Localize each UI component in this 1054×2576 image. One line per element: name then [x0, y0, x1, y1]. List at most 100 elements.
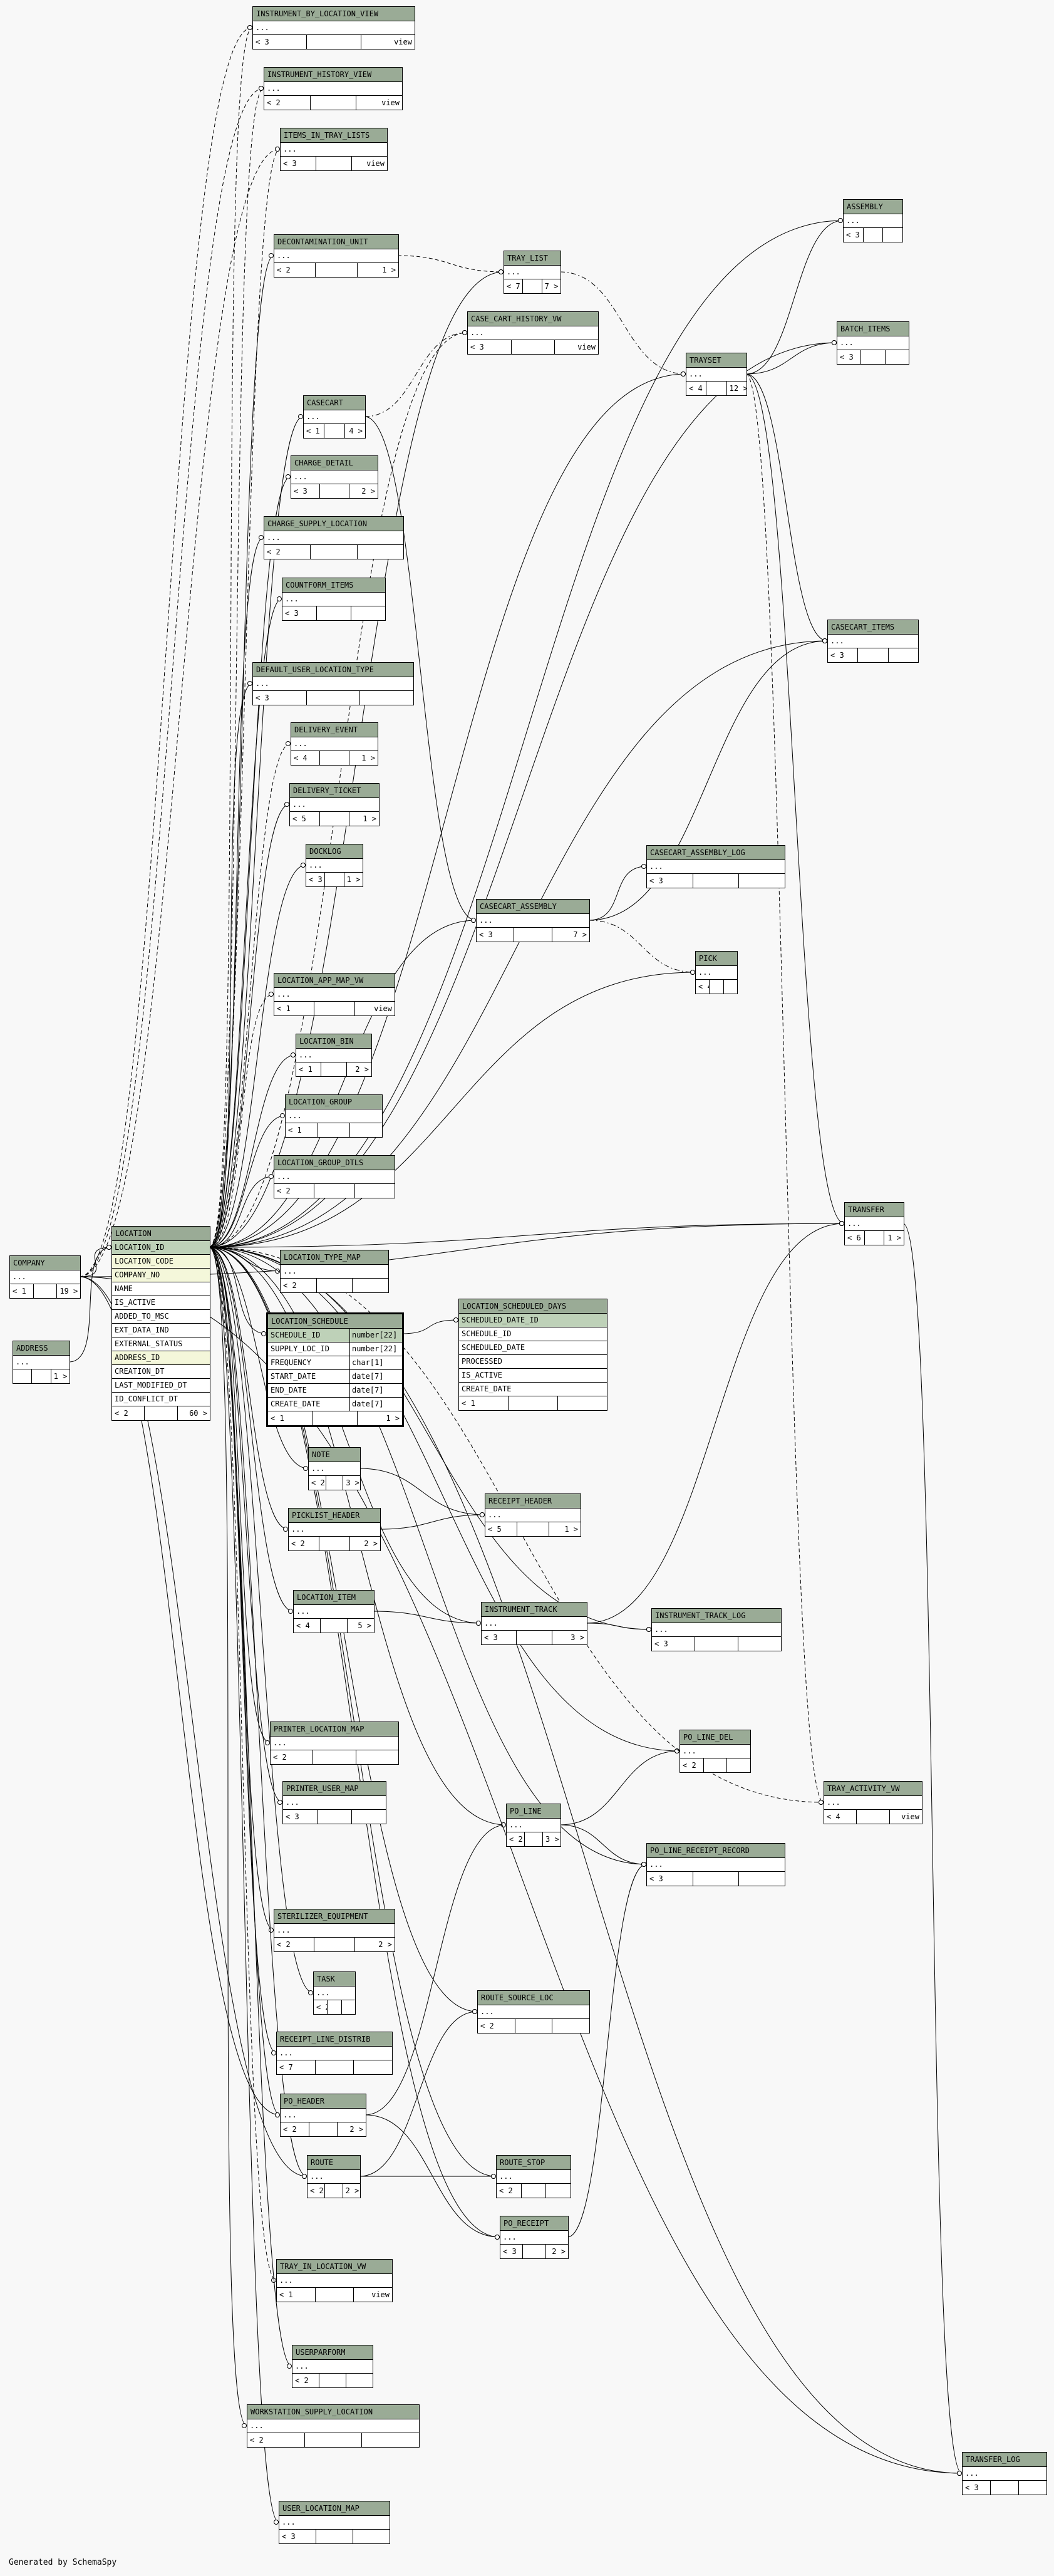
- table-title[interactable]: TRAYSET: [686, 353, 747, 368]
- table-userparform[interactable]: USERPARFORM...< 2: [292, 2345, 373, 2388]
- children-count[interactable]: view: [356, 96, 402, 110]
- collapsed-columns[interactable]: ...: [264, 531, 403, 545]
- collapsed-columns[interactable]: ...: [478, 2005, 589, 2019]
- table-title[interactable]: LOCATION_APP_MAP_VW: [274, 974, 395, 988]
- children-count[interactable]: [738, 874, 785, 888]
- table-title[interactable]: PO_HEADER: [281, 2094, 366, 2109]
- parents-count[interactable]: < 3: [283, 159, 297, 168]
- parents-count[interactable]: < 3: [479, 930, 493, 939]
- children-count[interactable]: view: [351, 157, 387, 170]
- children-count[interactable]: 2 >: [346, 1062, 371, 1076]
- collapsed-columns[interactable]: ...: [485, 1509, 581, 1522]
- children-count[interactable]: 2 >: [348, 484, 378, 498]
- children-count[interactable]: [723, 980, 737, 994]
- children-count[interactable]: 2 >: [545, 2245, 568, 2258]
- children-count[interactable]: 1 >: [884, 1231, 904, 1245]
- table-title[interactable]: PO_LINE: [507, 1804, 561, 1819]
- table-title[interactable]: LOCATION_GROUP: [286, 1095, 382, 1109]
- table-items-in-tray-lists[interactable]: ITEMS_IN_TRAY_LISTS... < 3 view: [280, 128, 388, 171]
- table-title[interactable]: TRANSFER: [845, 1203, 904, 1217]
- table-title[interactable]: DELIVERY_EVENT: [291, 723, 378, 737]
- table-title[interactable]: INSTRUMENT_BY_LOCATION_VIEW: [253, 7, 415, 21]
- parents-count[interactable]: < 3: [965, 2483, 979, 2492]
- parents-count[interactable]: < 7: [507, 282, 520, 291]
- table-title[interactable]: TRAY_IN_LOCATION_VW: [277, 2260, 392, 2274]
- table-po-line-del[interactable]: PO_LINE_DEL...< 2: [679, 1730, 751, 1773]
- parents-count[interactable]: < 3: [503, 2247, 517, 2256]
- table-title[interactable]: DOCKLOG: [306, 844, 363, 859]
- table-location-type-map[interactable]: LOCATION_TYPE_MAP...< 2: [280, 1250, 389, 1293]
- table-charge-supply-location[interactable]: CHARGE_SUPPLY_LOCATION...< 2: [264, 516, 404, 559]
- children-count[interactable]: [738, 1637, 781, 1651]
- children-count[interactable]: 1 >: [50, 1369, 70, 1383]
- collapsed-columns[interactable]: ...: [844, 214, 902, 228]
- table-title[interactable]: RECEIPT_HEADER: [485, 1494, 581, 1509]
- collapsed-columns[interactable]: ...: [304, 410, 365, 424]
- children-count[interactable]: [351, 1810, 386, 1824]
- parents-count[interactable]: < 2: [683, 1761, 696, 1770]
- collapsed-columns[interactable]: ...: [500, 2231, 568, 2245]
- children-count[interactable]: view: [360, 35, 415, 49]
- children-count[interactable]: [738, 1872, 785, 1886]
- children-count[interactable]: [353, 2530, 390, 2543]
- table-title[interactable]: BATCH_ITEMS: [837, 322, 909, 336]
- parents-count[interactable]: < 3: [286, 1812, 299, 1821]
- collapsed-columns[interactable]: ...: [828, 635, 918, 648]
- parents-count[interactable]: < 2: [480, 2022, 494, 2030]
- children-count[interactable]: [346, 2374, 373, 2387]
- column-row[interactable]: LAST_MODIFIED_DT: [112, 1379, 210, 1393]
- table-title[interactable]: PRINTER_LOCATION_MAP: [271, 1722, 398, 1737]
- collapsed-columns[interactable]: ...: [837, 336, 909, 350]
- children-count[interactable]: [349, 1123, 382, 1137]
- children-count[interactable]: 12 >: [726, 382, 747, 395]
- column-row[interactable]: CREATE_DATE: [459, 1383, 607, 1396]
- table-title[interactable]: NOTE: [309, 1448, 360, 1462]
- parents-count[interactable]: < 2: [277, 266, 291, 274]
- collapsed-columns[interactable]: ...: [281, 143, 387, 157]
- children-count[interactable]: [359, 691, 413, 705]
- children-count[interactable]: 2 >: [337, 2122, 366, 2136]
- table-title[interactable]: ITEMS_IN_TRAY_LISTS: [281, 128, 387, 143]
- table-title[interactable]: CHARGE_SUPPLY_LOCATION: [264, 517, 403, 531]
- column-row[interactable]: CREATION_DT: [112, 1365, 210, 1379]
- table-title[interactable]: ROUTE_SOURCE_LOC: [478, 1991, 589, 2005]
- children-count[interactable]: [882, 228, 902, 242]
- children-count[interactable]: 3 >: [542, 1832, 561, 1846]
- table-batch-items[interactable]: BATCH_ITEMS...< 3: [837, 321, 909, 365]
- parents-count[interactable]: < 5: [292, 814, 306, 823]
- parents-count[interactable]: < 4: [294, 754, 307, 762]
- parents-count[interactable]: < 2: [499, 2186, 513, 2195]
- table-location-group[interactable]: LOCATION_GROUP...< 1: [285, 1094, 383, 1138]
- table-title[interactable]: TRANSFER_LOG: [963, 2453, 1046, 2467]
- parents-count[interactable]: < 3: [830, 651, 844, 660]
- children-count[interactable]: [341, 2000, 355, 2014]
- parents-count[interactable]: < 1: [279, 2290, 293, 2299]
- children-count[interactable]: [356, 545, 403, 559]
- table-title[interactable]: CASECART: [304, 396, 365, 410]
- parents-count[interactable]: < 3: [309, 875, 323, 884]
- collapsed-columns[interactable]: ...: [274, 1924, 395, 1938]
- collapsed-columns[interactable]: ...: [286, 1109, 382, 1123]
- children-count[interactable]: 2 >: [354, 1938, 395, 1951]
- children-count[interactable]: [887, 648, 918, 662]
- children-count[interactable]: [884, 350, 909, 364]
- children-count[interactable]: 7 >: [551, 928, 589, 942]
- children-count[interactable]: view: [354, 1002, 395, 1015]
- table-route-stop[interactable]: ROUTE_STOP...< 2: [496, 2155, 571, 2198]
- collapsed-columns[interactable]: ...: [307, 2170, 360, 2184]
